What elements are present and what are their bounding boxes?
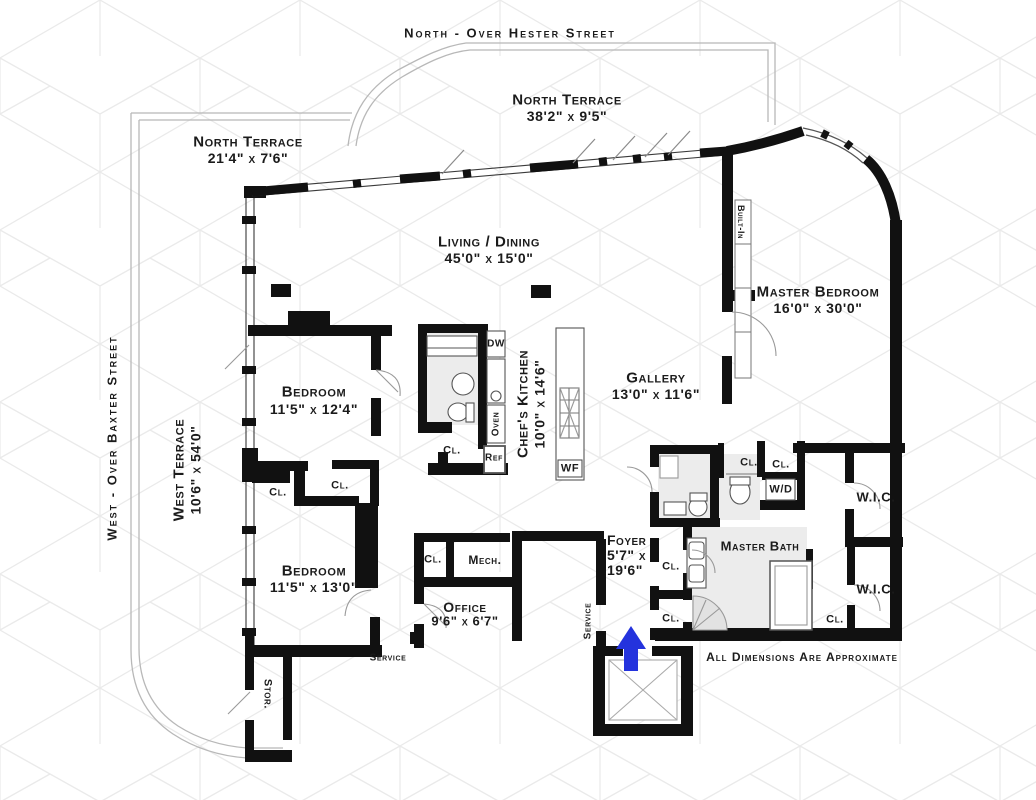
elevator <box>593 646 693 736</box>
room-dims-west-terrace: 10'6" x 54'0" <box>187 425 204 515</box>
door-swings <box>224 311 881 715</box>
room-label-foyer: Foyer 5'7" x 19'6" <box>607 533 646 578</box>
room-dims-living-dining: 45'0" x 15'0" <box>444 249 534 266</box>
street-label-north: North - Over Hester Street <box>404 25 616 41</box>
closet-label-kitchen: Cl. <box>443 444 461 457</box>
room-label-chefs-kitchen: Chef's Kitchen 10'0" x 14'6" <box>514 350 547 458</box>
bath-fixtures <box>659 455 813 631</box>
mech-label: Mech. <box>468 553 502 568</box>
room-name-chefs-kitchen: Chef's Kitchen <box>514 349 532 459</box>
wd-label: W/D <box>769 483 793 496</box>
closet-label-wic: Cl. <box>826 613 844 626</box>
room-name-foyer: Foyer <box>607 532 647 548</box>
footnote: All Dimensions Are Approximate <box>706 650 898 665</box>
wine-fridge-label: WF <box>560 462 580 475</box>
entry-arrow <box>616 626 646 671</box>
room-name-master-bedroom: Master Bedroom <box>756 283 880 301</box>
room-name-west-terrace: West Terrace <box>170 418 188 522</box>
wic-label-north: W.I.C. <box>856 489 896 505</box>
terrace-outline <box>130 42 776 759</box>
room-name-master-bath: Master Bath <box>720 538 800 554</box>
service-label-horizontal: Service <box>369 652 407 664</box>
closet-label-master-bath: Cl. <box>740 456 758 469</box>
room-dims-foyer-line1: 5'7" x <box>607 547 647 563</box>
room-dims-north-terrace-west: 21'4" x 7'6" <box>207 149 289 166</box>
dishwasher-label: DW <box>487 338 505 350</box>
closet-label-wd: Cl. <box>772 458 790 471</box>
wic-label-south: W.I.C. <box>856 581 896 597</box>
room-dims-master-bedroom: 16'0" x 30'0" <box>773 299 863 316</box>
closet-label-office: Cl. <box>424 553 442 566</box>
oven-label: Oven <box>490 411 502 437</box>
curved-corner-wall <box>726 126 901 225</box>
room-name-north-terrace-main: North Terrace <box>512 91 622 109</box>
room-name-bedroom-north: Bedroom <box>281 383 347 401</box>
room-label-west-terrace: West Terrace 10'6" x 54'0" <box>170 419 203 522</box>
room-dims-office: 9'6" x 6'7" <box>431 613 499 629</box>
closet-label-hall-upper: Cl. <box>662 560 680 573</box>
room-dims-bedroom-north: 11'5" x 12'4" <box>269 400 359 417</box>
room-name-office: Office <box>443 598 487 615</box>
stor-label: Stor. <box>261 678 274 710</box>
room-name-bedroom-south: Bedroom <box>281 562 347 580</box>
refrigerator-label: Ref <box>485 452 503 464</box>
door-swings-north <box>441 130 691 175</box>
closet-label-hall-lower: Cl. <box>662 612 680 625</box>
closet-label-bedroom-north: Cl. <box>269 486 287 499</box>
room-name-north-terrace-west: North Terrace <box>193 133 303 151</box>
street-label-west: West - Over Baxter Street <box>104 335 120 541</box>
room-dims-gallery: 13'0" x 11'6" <box>611 385 701 402</box>
built-in-shelf <box>734 199 752 379</box>
room-name-living-dining: Living / Dining <box>437 233 541 251</box>
north-window-wall <box>251 130 728 197</box>
room-dims-north-terrace-main: 38'2" x 9'5" <box>526 107 608 124</box>
room-dims-chefs-kitchen: 10'0" x 14'6" <box>531 359 548 449</box>
built-in-label: Built-In <box>736 204 747 240</box>
closet-label-bedroom-south: Cl. <box>331 479 349 492</box>
room-dims-bedroom-south: 11'5" x 13'0" <box>269 578 359 595</box>
service-label-vertical: Service <box>582 602 594 640</box>
room-name-gallery: Gallery <box>626 369 686 387</box>
kitchen-fixtures <box>426 327 585 481</box>
room-dims-foyer-line2: 19'6" <box>607 562 643 578</box>
